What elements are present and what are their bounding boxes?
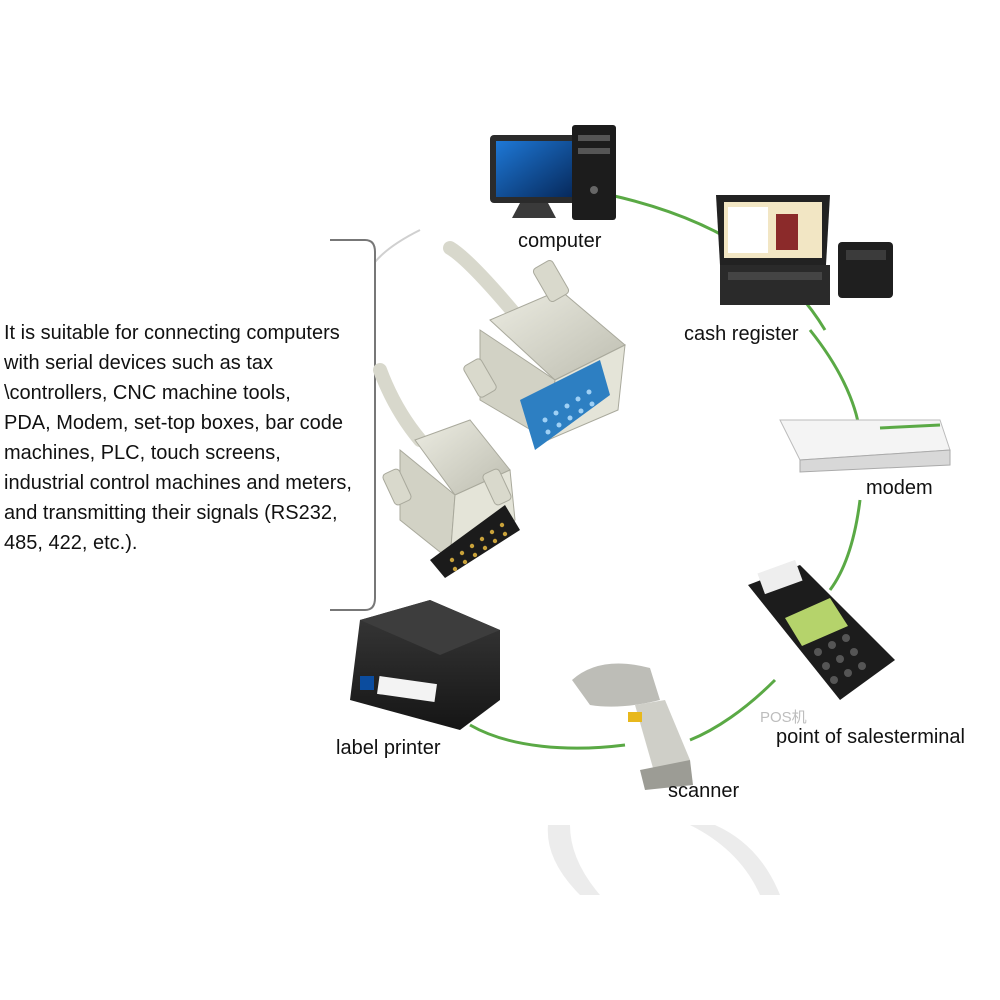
- modem-image: [779, 419, 951, 473]
- description-text: It is suitable for connecting computers …: [4, 322, 352, 554]
- label-printer-image: [350, 600, 500, 730]
- bottom-cable-shadow: [547, 825, 780, 895]
- bracket: [330, 239, 376, 611]
- label-label-printer: label printer: [336, 737, 441, 759]
- label-scanner: scanner: [668, 780, 740, 802]
- label-modem: modem: [866, 477, 933, 499]
- label-pos-terminal: point of salesterminal: [776, 726, 965, 748]
- label-pos-cn: POS机: [760, 709, 807, 726]
- label-computer: computer: [518, 230, 602, 252]
- scanner-image: [572, 663, 693, 790]
- computer-image: [490, 125, 616, 220]
- pos-terminal-image: [748, 559, 895, 700]
- cash-register-image: [716, 195, 893, 305]
- db25-cable-image: [373, 241, 626, 578]
- label-cash-register: cash register: [684, 323, 799, 345]
